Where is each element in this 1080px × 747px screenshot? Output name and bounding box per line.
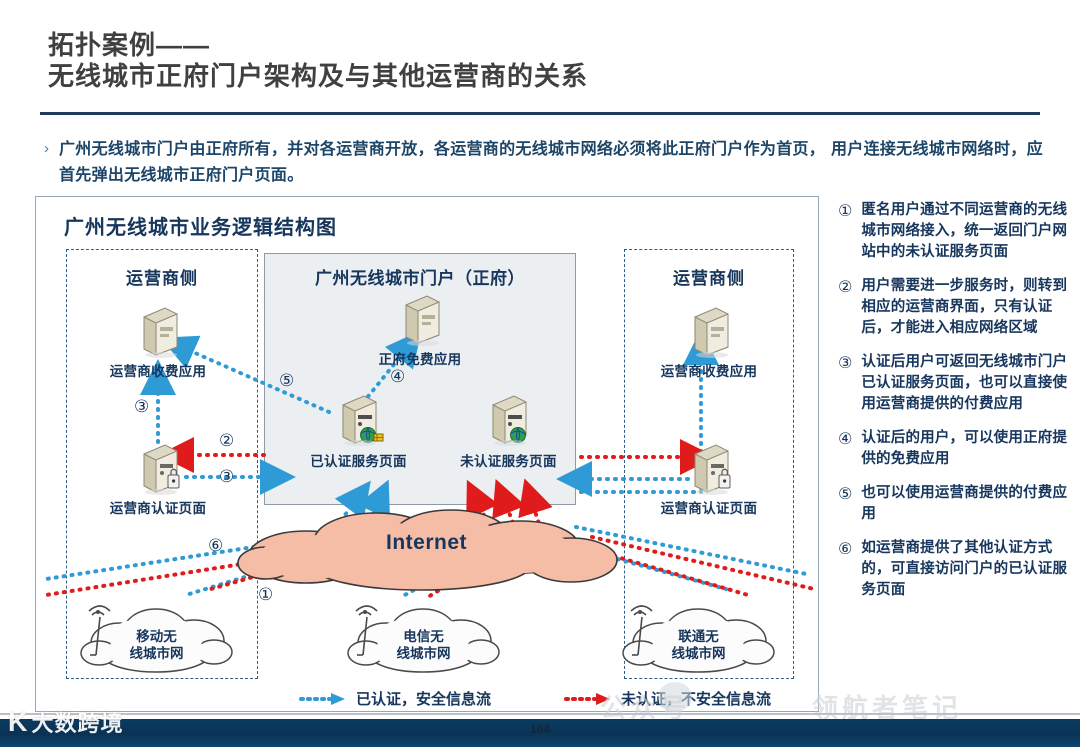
page-number: 164 bbox=[529, 722, 551, 736]
diagram-title: 广州无线城市业务逻辑结构图 bbox=[64, 217, 337, 239]
node-operator-left-auth-page: 运营商认证页面 bbox=[98, 442, 218, 517]
note-item-6: ⑥ 如运营商提供了其他认证方式的，可直接访问门户的已认证服务页面 bbox=[838, 538, 1068, 601]
note-text: 用户需要进一步服务时，则转到相应的运营商界面，只有认证后，才能进入相应网络区域 bbox=[861, 278, 1068, 336]
label-line-2: 线城市网 bbox=[129, 646, 184, 662]
note-item-4: ④ 认证后的用户，可以使用正府提供的免费应用 bbox=[838, 428, 1068, 470]
note-item-1: ① 匿名用户通过不同运营商的无线城市网络接入，统一返回门户网站中的未认证服务页面 bbox=[838, 200, 1068, 263]
access-cloud-mobile: 移动无 线城市网 bbox=[74, 597, 239, 683]
node-label: 已认证服务页面 bbox=[310, 454, 407, 469]
cloud-antenna-icon-2 bbox=[347, 605, 500, 673]
title-line-1: 拓扑案例—— bbox=[48, 30, 211, 60]
step-marker-5: ⑤ bbox=[279, 371, 295, 391]
internet-label: Internet bbox=[386, 531, 468, 554]
legend-secure-label: 已认证，安全信息流 bbox=[356, 690, 492, 708]
note-number: ⑥ bbox=[838, 539, 853, 558]
note-number: ② bbox=[838, 277, 853, 296]
portal-title: 广州无线城市门户（正府） bbox=[315, 269, 525, 288]
server-lock-icon bbox=[694, 444, 731, 495]
legend-insecure-label: 未认证，不安全信息流 bbox=[621, 690, 772, 708]
step-marker-4: ④ bbox=[390, 367, 406, 387]
note-text: 认证后的用户，可以使用正府提供的免费应用 bbox=[861, 430, 1068, 467]
note-item-3: ③ 认证后用户可返回无线城市门户已认证服务页面，也可以直接使用运营商提供的付费应… bbox=[838, 352, 1068, 415]
note-text: 如运营商提供了其他认证方式的，可直接访问门户的已认证服务页面 bbox=[861, 540, 1068, 598]
label-line-1: 电信无 bbox=[403, 629, 444, 645]
server-icon bbox=[694, 307, 729, 358]
node-portal-authenticated-page: 已认证服务页面 bbox=[291, 393, 426, 470]
node-label: 运营商收费应用 bbox=[109, 364, 207, 379]
note-text: 也可以使用运营商提供的付费应用 bbox=[861, 485, 1068, 522]
node-operator-right-auth-page: 运营商认证页面 bbox=[649, 442, 769, 517]
title-line-2: 无线城市正府门户架构及与其他运营商的关系 bbox=[48, 61, 589, 91]
node-label: 正府免费应用 bbox=[378, 352, 462, 367]
node-label: 运营商收费应用 bbox=[660, 364, 758, 379]
intro-bullet-text: 广州无线城市门户由正府所有，并对各运营商开放，各运营商的无线城市网络必须将此正府… bbox=[59, 139, 1043, 184]
access-cloud-telecom: 电信无 线城市网 bbox=[341, 597, 506, 683]
server-lock-icon bbox=[143, 444, 180, 495]
node-portal-free-app: 正府免费应用 bbox=[360, 293, 480, 368]
badge-icon bbox=[373, 433, 383, 442]
note-text: 认证后用户可返回无线城市门户已认证服务页面，也可以直接使用运营商提供的付费应用 bbox=[861, 354, 1068, 412]
legend-item-secure: 已认证，安全信息流 bbox=[299, 688, 492, 709]
lock-badge bbox=[167, 468, 180, 489]
notes-list: ① 匿名用户通过不同运营商的无线城市网络接入，统一返回门户网站中的未认证服务页面… bbox=[838, 200, 1068, 614]
node-label: 未认证服务页面 bbox=[460, 454, 557, 469]
label-line-2: 线城市网 bbox=[396, 646, 451, 662]
label-line-2: 线城市网 bbox=[671, 646, 726, 662]
note-text: 匿名用户通过不同运营商的无线城市网络接入，统一返回门户网站中的未认证服务页面 bbox=[861, 202, 1068, 260]
red-dashed-arrow-icon bbox=[564, 692, 610, 705]
cloud-antenna-icon-1 bbox=[80, 605, 233, 673]
node-operator-right-charge-app: 运营商收费应用 bbox=[649, 305, 769, 380]
node-operator-left-charge-app: 运营商收费应用 bbox=[98, 305, 218, 380]
step-marker-1: ① bbox=[258, 585, 274, 605]
step-marker-3a: ③ bbox=[134, 397, 150, 417]
footer-divider bbox=[0, 713, 1080, 715]
label-line-1: 移动无 bbox=[136, 629, 177, 645]
step-marker-3b: ③ bbox=[219, 467, 235, 487]
note-number: ③ bbox=[838, 353, 853, 372]
note-item-5: ⑤ 也可以使用运营商提供的付费应用 bbox=[838, 483, 1068, 525]
node-label: 运营商认证页面 bbox=[109, 501, 207, 516]
step-marker-6: ⑥ bbox=[208, 536, 224, 556]
note-number: ④ bbox=[838, 429, 853, 448]
bullet-marker-icon: › bbox=[44, 140, 49, 157]
legend-item-insecure: 未认证，不安全信息流 bbox=[564, 688, 772, 709]
intro-bullet: › 广州无线城市门户由正府所有，并对各运营商开放，各运营商的无线城市网络必须将此… bbox=[44, 136, 1044, 188]
operator-left-title: 运营商侧 bbox=[126, 269, 198, 288]
access-cloud-unicom-label: 联通无 线城市网 bbox=[616, 629, 781, 663]
internet-cloud-icon bbox=[237, 509, 618, 591]
server-icon bbox=[405, 295, 440, 346]
page-title: 拓扑案例—— 无线城市正府门户架构及与其他运营商的关系 bbox=[48, 30, 948, 92]
note-number: ① bbox=[838, 201, 853, 220]
access-cloud-unicom: 联通无 线城市网 bbox=[616, 597, 781, 683]
operator-right-title: 运营商侧 bbox=[673, 269, 745, 288]
operator-panel-left: 运营商侧 bbox=[66, 249, 258, 679]
title-divider bbox=[40, 112, 1040, 115]
footer-bar: 164 bbox=[0, 719, 1080, 747]
portal-box: 广州无线城市门户（正府） bbox=[264, 253, 576, 505]
server-globe-icon bbox=[492, 395, 526, 446]
legend: 已认证，安全信息流 未认证，不安全信息流 bbox=[35, 686, 819, 714]
operator-panel-right: 运营商侧 bbox=[624, 249, 794, 679]
step-marker-2: ② bbox=[219, 431, 235, 451]
diagram-container: 广州无线城市业务逻辑结构图 运营商侧 运营商侧 广州无线城市门户（正府） bbox=[35, 196, 819, 712]
access-cloud-telecom-label: 电信无 线城市网 bbox=[341, 629, 506, 663]
access-cloud-mobile-label: 移动无 线城市网 bbox=[74, 629, 239, 663]
node-portal-unauthenticated-page: 未认证服务页面 bbox=[441, 393, 576, 470]
label-line-1: 联通无 bbox=[678, 629, 719, 645]
blue-dashed-arrow-icon bbox=[299, 692, 345, 705]
cloud-antenna-icon-3 bbox=[622, 605, 775, 673]
server-globe-badge-icon bbox=[342, 395, 383, 446]
node-label: 运营商认证页面 bbox=[660, 501, 758, 516]
server-icon bbox=[143, 307, 178, 358]
note-number: ⑤ bbox=[838, 484, 853, 503]
note-item-2: ② 用户需要进一步服务时，则转到相应的运营商界面，只有认证后，才能进入相应网络区… bbox=[838, 276, 1068, 339]
lock-badge bbox=[718, 468, 731, 489]
